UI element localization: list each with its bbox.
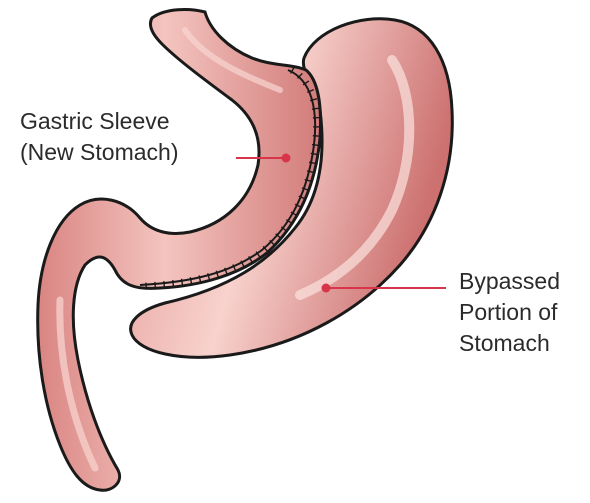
bypassed-portion-label: Bypassed Portion of Stomach: [459, 266, 560, 359]
gastric-sleeve-label-line1: Gastric Sleeve: [20, 106, 178, 137]
bypassed-label-line3: Stomach: [459, 328, 560, 359]
gastric-sleeve-label: Gastric Sleeve (New Stomach): [20, 106, 178, 168]
staple-tick: [164, 281, 165, 288]
bypassed-label-line2: Portion of: [459, 297, 560, 328]
bypassed-leader-dot: [322, 284, 331, 293]
staple-tick: [173, 280, 174, 287]
sleeve-leader-dot: [282, 154, 291, 163]
gastric-sleeve-label-line2: (New Stomach): [20, 137, 178, 168]
bypassed-label-line1: Bypassed: [459, 266, 560, 297]
staple-tick: [312, 145, 319, 146]
staple-tick: [155, 282, 156, 289]
